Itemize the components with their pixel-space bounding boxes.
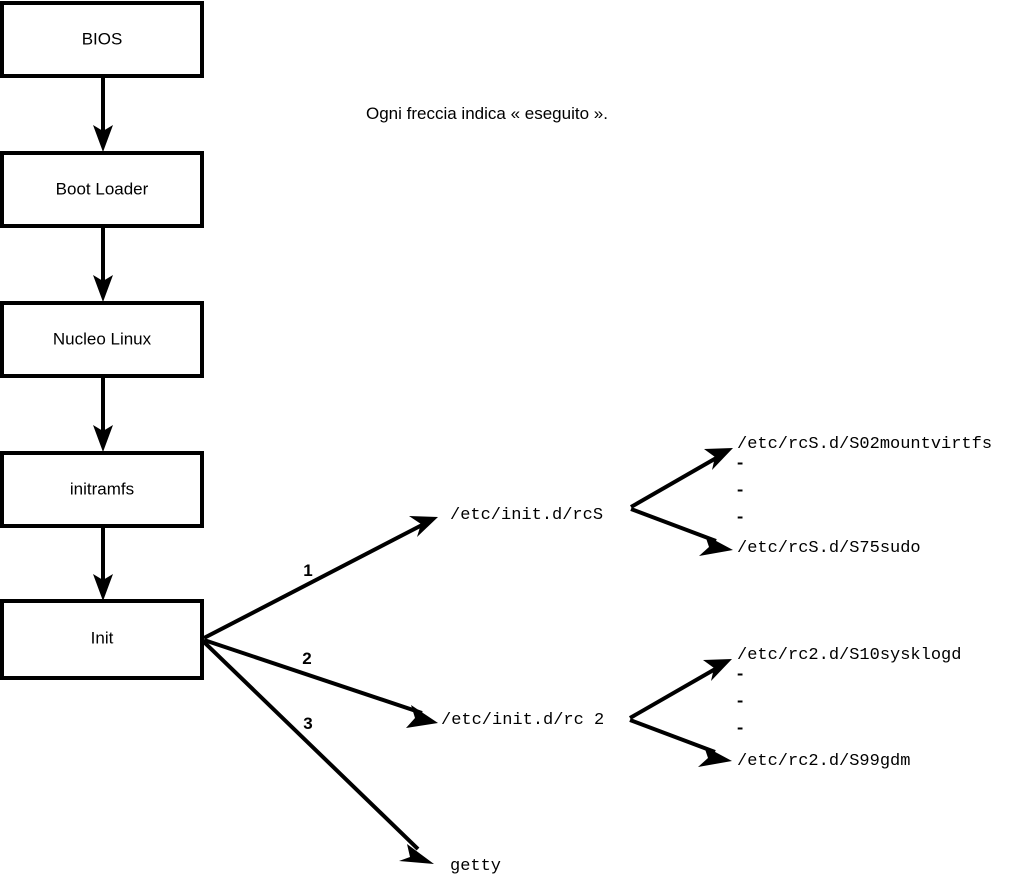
rc2-ellipsis-dash-3: -: [735, 720, 745, 739]
rc2-ellipsis-dash-1: -: [735, 666, 745, 685]
arrow-head-icon: [704, 448, 733, 470]
rcs-ellipsis-dash-2: -: [735, 482, 745, 501]
arrow-bios-to-boot-loader: [93, 76, 113, 152]
arrow-init-branch-2: [203, 638, 438, 728]
arrow-nucleo-to-initramfs: [93, 376, 113, 452]
arrow-head-icon: [699, 535, 733, 556]
node-init[interactable]: Init: [0, 599, 204, 680]
label-rcs-last-script: /etc/rcS.d/S75sudo: [737, 539, 921, 558]
label-getty: getty: [450, 857, 501, 875]
arrow-head-icon: [93, 125, 113, 152]
edge-number-2: 2: [302, 649, 311, 668]
arrow-boot-loader-to-nucleo: [93, 226, 113, 302]
arrow-rc2-to-first-script: [629, 659, 732, 720]
diagram-caption: Ogni freccia indica « eseguito ».: [366, 104, 608, 123]
label-init-d-rc2: /etc/init.d/rc 2: [441, 711, 604, 730]
arrow-head-icon: [698, 746, 732, 767]
node-nucleo-linux[interactable]: Nucleo Linux: [0, 301, 204, 378]
edge-number-3: 3: [303, 714, 312, 733]
arrow-initramfs-to-init: [93, 526, 113, 601]
edge-number-1: 1: [303, 561, 312, 580]
node-initramfs-label: initramfs: [70, 479, 134, 498]
arrow-head-icon: [406, 705, 438, 728]
node-init-box: [0, 599, 204, 680]
arrow-init-branch-3: [202, 640, 434, 864]
node-initramfs-box: [0, 451, 204, 528]
label-rc2-last-script: /etc/rc2.d/S99gdm: [737, 752, 910, 771]
arrow-head-icon: [399, 844, 434, 864]
arrow-head-icon: [93, 275, 113, 302]
node-bios-label: BIOS: [82, 29, 123, 48]
node-nucleo-linux-label: Nucleo Linux: [53, 329, 152, 348]
label-rcs-first-script: /etc/rcS.d/S02mountvirtfs: [737, 435, 992, 454]
arrow-head-icon: [703, 659, 732, 681]
arrow-rcs-to-first-script: [630, 448, 733, 509]
node-bios-box: [0, 1, 204, 78]
arrow-rc2-to-last-script: [629, 718, 732, 767]
arrow-rcs-to-last-script: [630, 507, 733, 556]
node-initramfs[interactable]: initramfs: [0, 451, 204, 528]
arrow-head-icon: [93, 574, 113, 601]
rcs-ellipsis-dash-3: -: [735, 509, 745, 528]
node-bios[interactable]: BIOS: [0, 1, 204, 78]
rc2-ellipsis-dash-2: -: [735, 693, 745, 712]
node-boot-loader-label: Boot Loader: [56, 179, 149, 198]
label-init-d-rcs: /etc/init.d/rcS: [450, 506, 603, 525]
arrow-init-branch-1: [203, 516, 438, 640]
arrow-head-icon: [409, 516, 438, 537]
rcs-ellipsis-dash-1: -: [735, 455, 745, 474]
arrow-head-icon: [93, 425, 113, 452]
node-boot-loader[interactable]: Boot Loader: [0, 151, 204, 228]
label-rc2-first-script: /etc/rc2.d/S10sysklogd: [737, 646, 961, 665]
node-init-label: Init: [91, 628, 114, 647]
